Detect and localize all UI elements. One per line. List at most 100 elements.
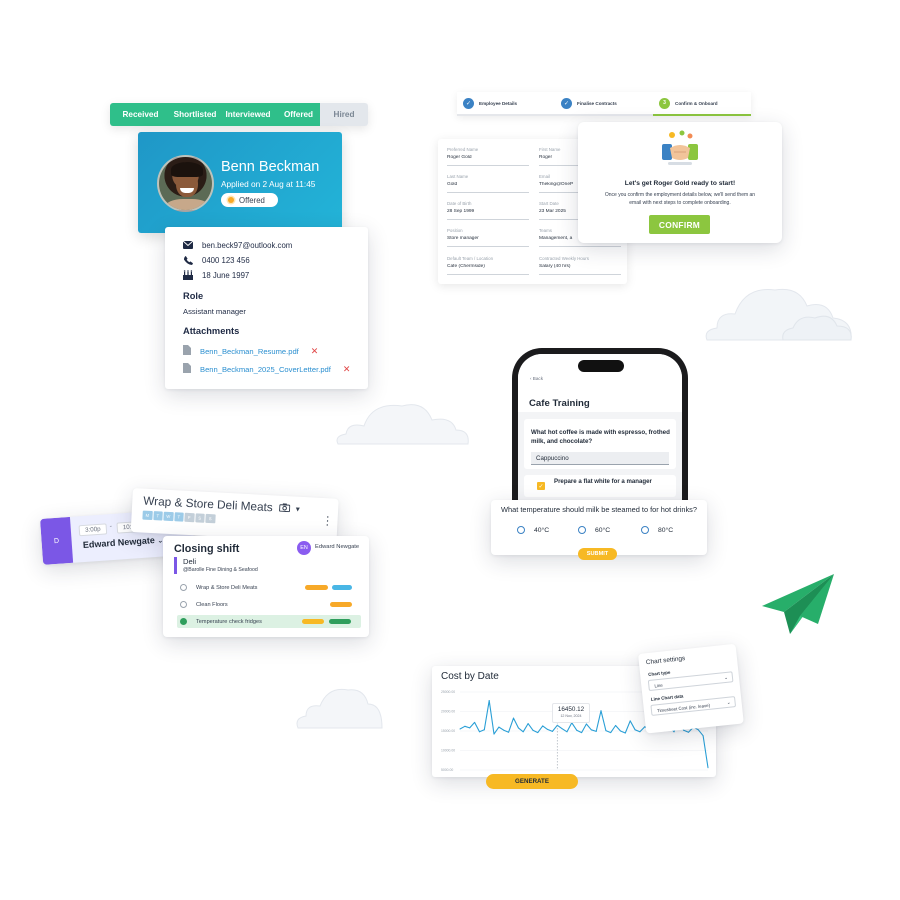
location-name: @Barolle Fine Dining & Seafood [183, 567, 258, 573]
camera-icon[interactable] [278, 501, 290, 516]
day-toggle[interactable]: W [163, 511, 174, 522]
stage-received[interactable]: Received [110, 103, 171, 126]
stage-offered[interactable]: Offered [277, 103, 320, 126]
birthday-row: 18 June 1997 [183, 270, 249, 280]
generate-button[interactable]: GENERATE [486, 774, 578, 789]
data-point[interactable] [639, 731, 641, 733]
attachment-link[interactable]: Benn_Beckman_Resume.pdf [200, 346, 299, 356]
option-60[interactable]: 60°C [578, 526, 610, 534]
option-80[interactable]: 80°C [641, 526, 673, 534]
back-link[interactable]: ‹ Back [530, 376, 544, 381]
stage-hired[interactable]: Hired [320, 103, 368, 126]
stage-shortlisted[interactable]: Shortlisted [171, 103, 219, 126]
remove-attachment-icon[interactable]: ✕ [342, 363, 351, 374]
shift-title: Closing shift [174, 543, 240, 555]
task-checkbox[interactable] [180, 584, 187, 591]
attachment-item: Benn_Beckman_Resume.pdf ✕ [183, 345, 318, 357]
data-point[interactable] [522, 731, 524, 733]
option-40[interactable]: 40°C [517, 526, 549, 534]
data-point[interactable] [508, 731, 510, 733]
data-point[interactable] [532, 729, 534, 731]
data-point[interactable] [702, 735, 704, 737]
data-point[interactable] [479, 731, 480, 733]
data-point[interactable] [469, 727, 471, 729]
attachment-link[interactable]: Benn_Beckman_2025_CoverLetter.pdf [200, 364, 331, 374]
data-point[interactable] [634, 729, 636, 731]
phone-value[interactable]: 0400 123 456 [202, 255, 250, 265]
task-template-card[interactable]: Wrap & Store Deli Meats ▾ M T W T F S S … [130, 488, 339, 543]
day-toggle[interactable]: F [184, 512, 195, 523]
checkbox-checked-icon[interactable]: ✓ [537, 482, 545, 490]
data-point[interactable] [581, 732, 583, 734]
data-point[interactable] [537, 732, 539, 734]
data-point[interactable] [629, 720, 631, 722]
data-point[interactable] [585, 723, 587, 725]
data-point[interactable] [707, 767, 709, 769]
data-point[interactable] [697, 729, 699, 731]
email-value[interactable]: ben.beck97@outlook.com [202, 240, 293, 250]
submit-button[interactable]: SUBMIT [578, 548, 617, 560]
data-point[interactable] [683, 729, 685, 731]
data-point[interactable] [624, 732, 626, 734]
data-point[interactable] [556, 724, 558, 726]
day-toggle[interactable]: S [205, 513, 216, 524]
stage-interviewed[interactable]: Interviewed [219, 103, 277, 126]
step-employee-details[interactable]: ✓ Employee Details [457, 92, 555, 114]
data-point[interactable] [493, 733, 495, 735]
data-point[interactable] [576, 729, 578, 731]
step-finalise-contracts[interactable]: ✓ Finalise Contracts [555, 92, 653, 114]
data-point[interactable] [498, 726, 500, 728]
data-point[interactable] [459, 728, 461, 730]
data-point[interactable] [605, 730, 607, 732]
data-point[interactable] [474, 721, 476, 723]
chevron-down-icon[interactable]: ▾ [295, 504, 300, 514]
day-toggle[interactable]: M [142, 510, 153, 521]
data-point[interactable] [488, 700, 490, 702]
time-from-input[interactable]: 3:00p [78, 523, 108, 537]
remove-attachment-icon[interactable]: ✕ [310, 345, 319, 356]
step-confirm-onboard[interactable]: 3 Confirm & Onboard [653, 92, 751, 116]
confirm-button[interactable]: CONFIRM [649, 215, 710, 234]
data-point[interactable] [688, 731, 689, 733]
data-point[interactable] [551, 730, 553, 732]
task-item-completed[interactable]: Temperature check fridges [177, 615, 361, 628]
data-point[interactable] [503, 729, 505, 731]
data-point[interactable] [464, 725, 466, 727]
data-point[interactable] [561, 728, 563, 730]
day-toggle[interactable]: T [152, 511, 163, 521]
employee-selector[interactable]: Edward Newgate ⌄ [82, 535, 164, 551]
file-icon [183, 345, 191, 357]
answer-input[interactable]: Cappuccino [531, 452, 669, 465]
data-point[interactable] [590, 729, 592, 731]
task-checkbox-checked[interactable] [180, 618, 187, 625]
data-point[interactable] [566, 731, 568, 733]
day-toggle[interactable]: T [173, 512, 184, 522]
data-point[interactable] [610, 732, 612, 734]
data-point[interactable] [673, 731, 675, 733]
data-point[interactable] [620, 730, 621, 732]
phone-notch [578, 360, 624, 372]
data-point[interactable] [513, 717, 514, 719]
task-item[interactable]: Clean Floors [177, 598, 361, 611]
task-item[interactable]: Wrap & Store Deli Meats [177, 581, 361, 594]
more-options-icon[interactable]: ··· [325, 509, 331, 532]
onboarding-stepper: ✓ Employee Details ✓ Finalise Contracts … [457, 92, 751, 116]
data-point[interactable] [600, 710, 602, 712]
task-checkbox[interactable] [180, 601, 187, 608]
data-point[interactable] [517, 727, 519, 729]
data-point[interactable] [483, 729, 485, 731]
data-point[interactable] [547, 728, 548, 730]
data-point[interactable] [595, 730, 597, 732]
status-badge[interactable]: Offered [221, 193, 278, 207]
data-point[interactable] [615, 725, 617, 726]
data-point[interactable] [542, 725, 544, 727]
day-toggle[interactable]: S [194, 513, 205, 523]
data-point[interactable] [527, 723, 529, 725]
